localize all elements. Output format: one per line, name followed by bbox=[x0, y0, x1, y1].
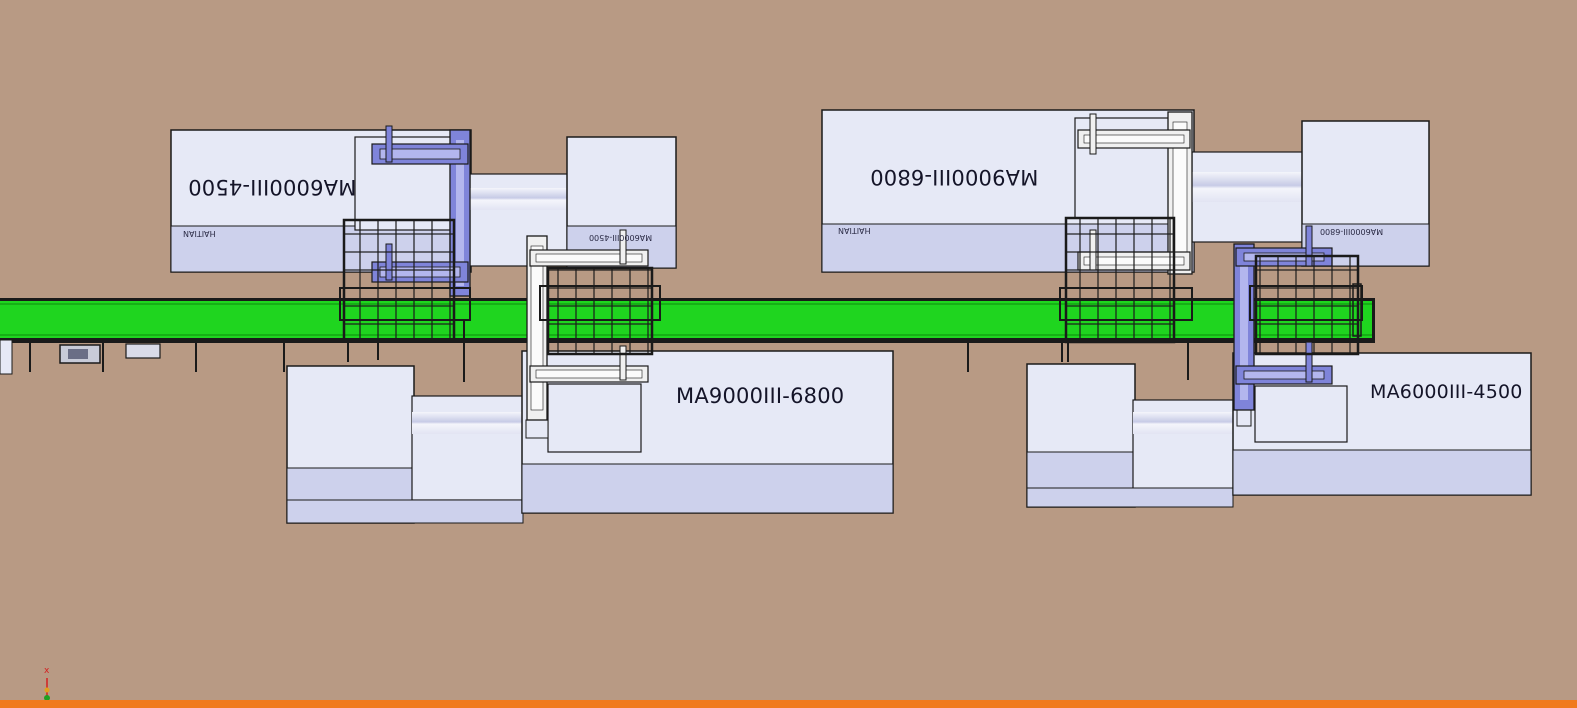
triad-x-axis-label: x bbox=[44, 666, 50, 676]
guard-frame-bottom-right bbox=[1249, 254, 1363, 356]
junction-box bbox=[125, 343, 161, 359]
brand-label-top-right: HAITIAN bbox=[838, 226, 871, 235]
coordinate-triad: x bbox=[38, 666, 58, 704]
status-bar bbox=[0, 700, 1577, 708]
machine-top-right[interactable] bbox=[821, 109, 1430, 273]
guard-frame-bottom-left bbox=[539, 266, 661, 356]
brand-label-top-left: HAITIAN bbox=[183, 229, 216, 238]
machine-model-label-top-right: MA9000III-6800 bbox=[870, 165, 1039, 189]
end-unit-label-top-left: MA6000III-4500 bbox=[589, 233, 653, 242]
conveyor-legs bbox=[29, 342, 1189, 380]
guard-frame-top-right bbox=[1059, 216, 1193, 362]
guard-frame-top-left bbox=[339, 218, 471, 382]
robot-bottom-left[interactable] bbox=[526, 229, 649, 421]
end-unit-label-top-right: MA6000III-6800 bbox=[1320, 227, 1384, 236]
machine-model-label-top-left: MA6000III-4500 bbox=[188, 175, 357, 199]
conveyor-end-cap bbox=[0, 339, 13, 375]
machine-model-label-bottom-left: MA9000III-6800 bbox=[676, 384, 845, 408]
triad-icon bbox=[44, 678, 50, 701]
machine-model-label-bottom-right: MA6000III-4500 bbox=[1370, 381, 1523, 403]
